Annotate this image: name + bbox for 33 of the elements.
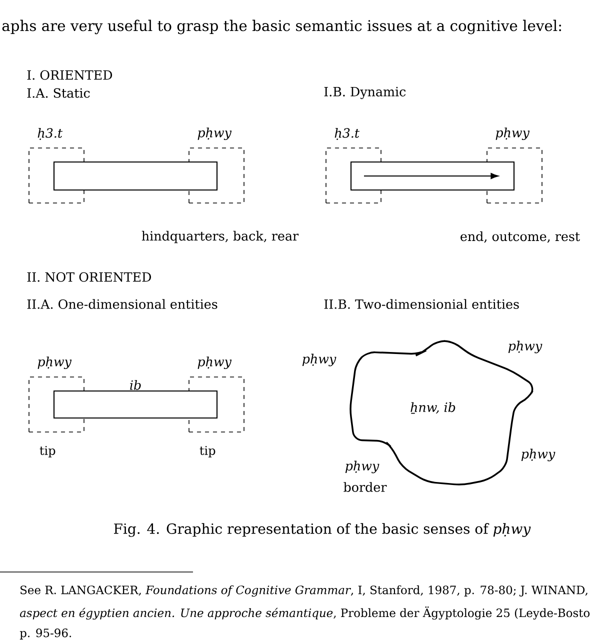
figure-caption: Fig. 4. Graphic representation of the basic senses of pḥwy bbox=[114, 523, 531, 537]
dashed-box: pḥwy bbox=[486, 128, 542, 204]
node-label: pḥwy bbox=[496, 128, 530, 140]
footnote-text: p. 95-96. bbox=[20, 628, 72, 640]
subsection-heading: II.B. Two-dimensionial entities bbox=[324, 299, 519, 309]
node-label: tip bbox=[40, 446, 56, 458]
node-label: ib bbox=[130, 380, 141, 390]
dashed-box: ḥ3.t bbox=[28, 128, 84, 204]
footnote-text: See R. LANGACKER, Foundations of Cognitive Grammar, I, Stanford, 1987, p. 78-80; J. WINAND, bbox=[20, 585, 588, 597]
node-label: pḥwy bbox=[198, 356, 232, 370]
section-heading: I. ORIENTED bbox=[27, 70, 112, 80]
section-heading: II. NOT ORIENTED bbox=[27, 272, 151, 282]
term-label: pḥwy bbox=[345, 460, 380, 474]
dashed-box: pḥwy bbox=[188, 128, 244, 204]
node-label: ḥ3.t bbox=[38, 128, 63, 140]
subsection-heading: I.A. Static bbox=[27, 88, 90, 98]
node-label: tip bbox=[200, 446, 216, 458]
footnote-text: aspect en égyptien ancien. Une approche sémantique, Probleme der Ägyptologie 25 (Leyde-Bosto bbox=[20, 606, 590, 620]
term-label: pḥwy bbox=[508, 340, 542, 354]
node-label: pḥwy bbox=[198, 128, 232, 140]
body-text: aphs are very useful to grasp the basic semantic issues at a cognitive level: bbox=[2, 20, 562, 34]
bar-box bbox=[53, 161, 218, 191]
term-label: pḥwy bbox=[521, 448, 556, 462]
subsection-heading: I.B. Dynamic bbox=[324, 86, 406, 100]
gloss-text: end, outcome, rest bbox=[460, 231, 580, 243]
gloss-text: hindquarters, back, rear bbox=[142, 230, 299, 244]
gloss-text: border bbox=[344, 482, 387, 492]
subsection-heading: II.A. One-dimensional entities bbox=[27, 299, 218, 309]
bar-box bbox=[350, 161, 515, 191]
term-label: pḥwy bbox=[302, 354, 336, 366]
dashed-box: ḥ3.t bbox=[326, 128, 382, 204]
node-label: pḥwy bbox=[38, 356, 72, 370]
node-label: ḥ3.t bbox=[334, 128, 360, 140]
